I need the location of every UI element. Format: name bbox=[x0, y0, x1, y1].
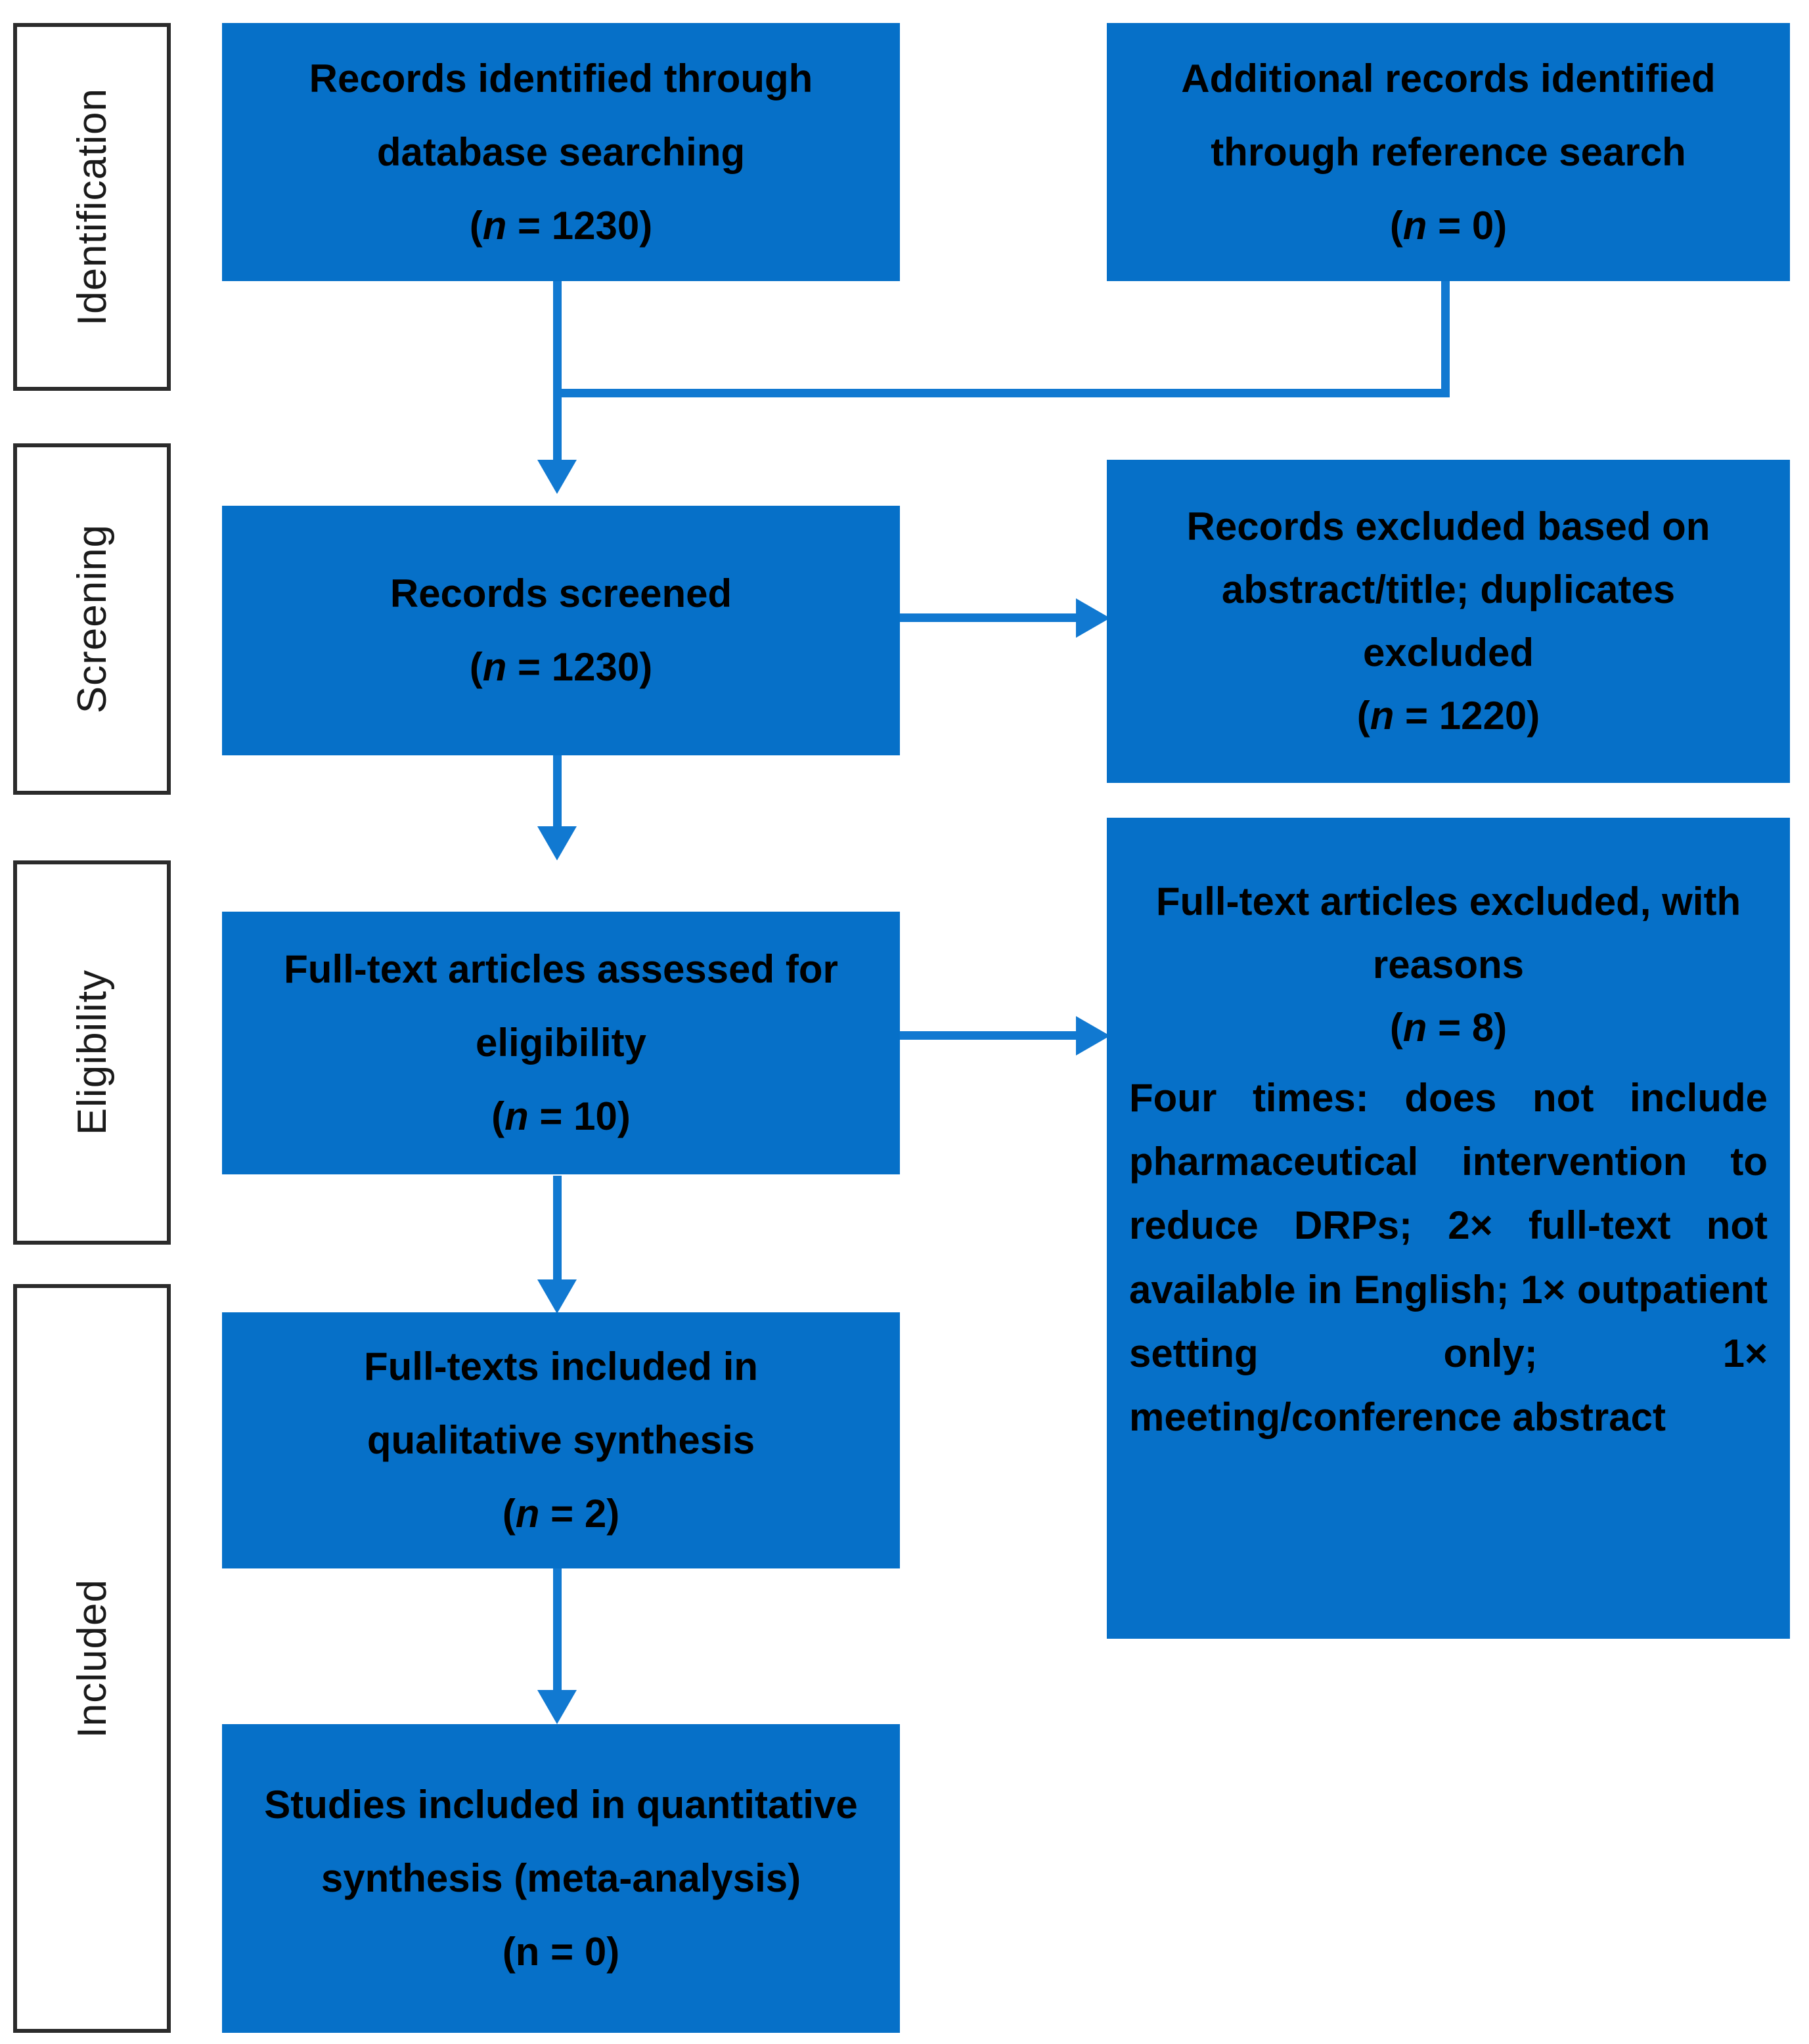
additional-records-count: (n = 0) bbox=[1389, 203, 1508, 248]
stage-label-identification: Identification bbox=[69, 87, 115, 326]
box-additional-records: Additional records identified through re… bbox=[1107, 23, 1790, 281]
records-excluded-line3: excluded bbox=[1362, 631, 1534, 675]
arrow-down-to-fulltext bbox=[537, 826, 577, 860]
fulltext-excluded-reasons: Four times: does not include pharmaceuti… bbox=[1129, 1076, 1768, 1439]
arrow-right-to-excluded-reasons bbox=[1076, 1016, 1110, 1055]
fulltext-assessed-line1: Full-text articles assessed for bbox=[284, 947, 838, 991]
records-identified-line2: database searching bbox=[376, 129, 746, 174]
arrow-down-to-screened bbox=[537, 460, 577, 494]
stage-box-screening: Screening bbox=[13, 443, 171, 795]
fulltext-assessed-count: (n = 10) bbox=[491, 1094, 631, 1138]
box-qualitative-synthesis: Full-texts included in qualitative synth… bbox=[222, 1312, 900, 1568]
stage-label-eligibility: Eligibility bbox=[69, 969, 115, 1136]
qualitative-line2: qualitative synthesis bbox=[367, 1418, 755, 1462]
connector-identified-down bbox=[553, 281, 562, 393]
records-excluded-line1: Records excluded based on bbox=[1186, 504, 1710, 548]
records-excluded-count: (n = 1220) bbox=[1356, 694, 1540, 738]
records-screened-count: (n = 1230) bbox=[469, 645, 653, 689]
fulltext-excluded-line1: Full-text articles excluded, with bbox=[1155, 879, 1741, 923]
stage-label-screening: Screening bbox=[69, 524, 115, 714]
additional-records-line1: Additional records identified bbox=[1181, 56, 1716, 100]
stage-box-identification: Identification bbox=[13, 23, 171, 391]
box-fulltext-assessed: Full-text articles assessed for eligibil… bbox=[222, 912, 900, 1174]
records-screened-line1: Records screened bbox=[390, 571, 732, 615]
stage-label-included: Included bbox=[69, 1578, 115, 1739]
qualitative-count: (n = 2) bbox=[502, 1492, 620, 1536]
records-identified-count: (n = 1230) bbox=[469, 203, 653, 248]
connector-qualitative-to-quantitative bbox=[553, 1566, 562, 1691]
stage-box-included: Included bbox=[13, 1284, 171, 2033]
box-records-excluded: Records excluded based on abstract/title… bbox=[1107, 460, 1790, 783]
connector-fulltext-to-excluded bbox=[900, 1031, 1079, 1040]
connector-fulltext-to-qualitative bbox=[553, 1176, 562, 1281]
connector-screened-to-fulltext bbox=[553, 755, 562, 828]
box-quantitative-synthesis: Studies included in quantitative synthes… bbox=[222, 1724, 900, 2033]
box-records-screened: Records screened (n = 1230) bbox=[222, 506, 900, 755]
connector-merge-horizontal bbox=[553, 389, 1450, 397]
box-fulltext-excluded: Full-text articles excluded, with reason… bbox=[1107, 818, 1790, 1639]
arrow-down-to-qualitative bbox=[537, 1279, 577, 1314]
stage-box-eligibility: Eligibility bbox=[13, 860, 171, 1245]
arrow-right-to-excluded bbox=[1076, 598, 1110, 638]
connector-additional-down bbox=[1441, 281, 1450, 393]
qualitative-line1: Full-texts included in bbox=[363, 1344, 759, 1389]
quantitative-count: (n = 0) bbox=[502, 1930, 620, 1974]
additional-records-line2: through reference search bbox=[1211, 129, 1686, 174]
records-identified-line1: Records identified through bbox=[309, 56, 813, 100]
fulltext-excluded-line2: reasons bbox=[1372, 943, 1525, 987]
records-excluded-line2: abstract/title; duplicates bbox=[1221, 567, 1676, 611]
connector-screened-to-excluded bbox=[900, 613, 1079, 622]
arrow-down-to-quantitative bbox=[537, 1690, 577, 1724]
quantitative-line2: synthesis (meta-analysis) bbox=[321, 1856, 801, 1900]
box-records-identified: Records identified through database sear… bbox=[222, 23, 900, 281]
connector-to-screened bbox=[553, 389, 562, 461]
fulltext-assessed-line2: eligibility bbox=[475, 1021, 647, 1065]
quantitative-line1: Studies included in quantitative bbox=[264, 1783, 858, 1827]
fulltext-excluded-count: (n = 8) bbox=[1389, 1006, 1508, 1050]
